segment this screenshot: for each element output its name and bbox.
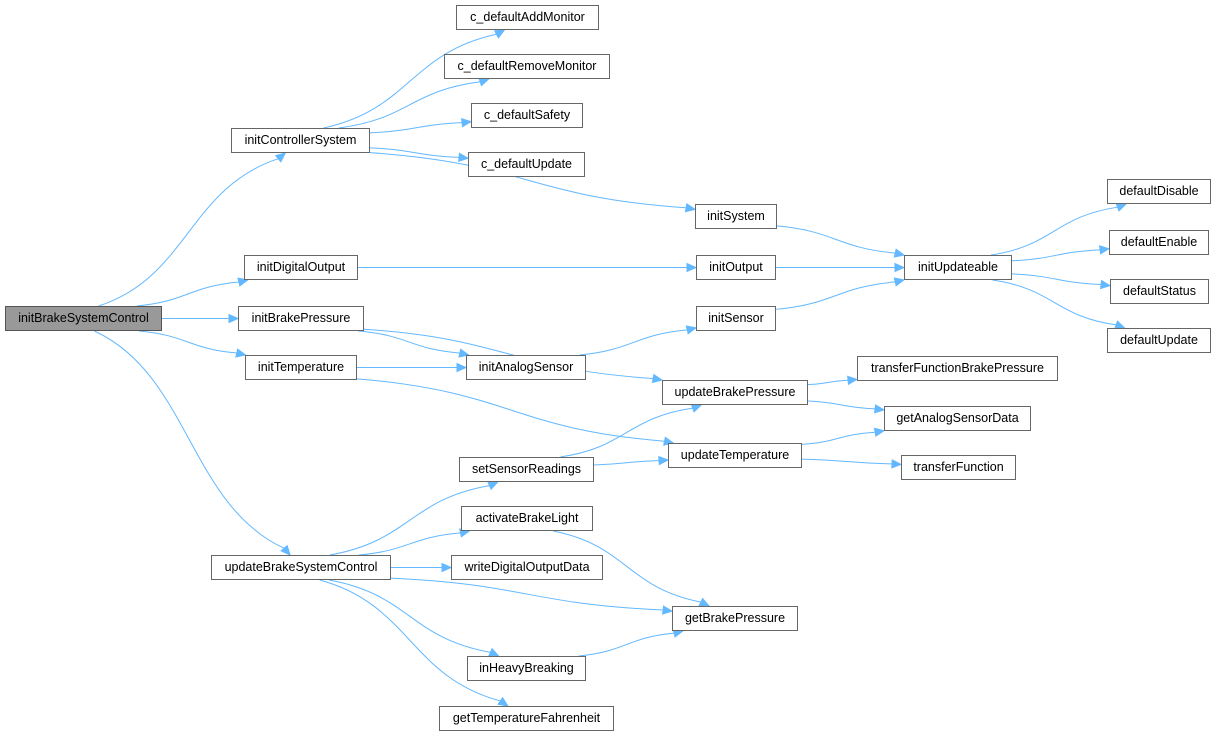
node-initSensor[interactable]: initSensor (696, 306, 776, 331)
node-updateBrakePressure[interactable]: updateBrakePressure (662, 380, 808, 405)
node-initControllerSystem[interactable]: initControllerSystem (231, 128, 370, 153)
edge-updateTemperature-to-getAnalogSensorData (801, 431, 876, 445)
node-updateTemperature[interactable]: updateTemperature (668, 443, 802, 468)
node-transferFunctionBrakePressure[interactable]: transferFunctionBrakePressure (857, 356, 1058, 381)
edge-initTemperature-to-updateTemperature (356, 378, 665, 442)
arrowhead-initControllerSystem-to-c_defaultSafety (461, 117, 473, 128)
edge-initSensor-to-initUpdateable (775, 281, 896, 310)
node-writeDigitalOutputData[interactable]: writeDigitalOutputData (451, 555, 603, 580)
arrowhead-updateBrakeSystemControl-to-getTemperatureFahrenheit (497, 696, 509, 707)
arrowhead-initBrakeSystemControl-to-initDigitalOutput (237, 277, 249, 287)
edge-initControllerSystem-to-initSystem (369, 152, 687, 209)
node-c_defaultUpdate[interactable]: c_defaultUpdate (468, 152, 585, 177)
arrowhead-initControllerSystem-to-initSystem (684, 203, 697, 213)
edge-initBrakePressure-to-initAnalogSensor (358, 330, 460, 354)
edge-initBrakeSystemControl-to-initControllerSystem (98, 158, 279, 307)
edge-activateBrakeLight-to-getBrakePressure (552, 530, 701, 603)
arrowhead-updateTemperature-to-transferFunction (891, 459, 903, 469)
node-initOutput[interactable]: initOutput (696, 255, 776, 280)
edge-initBrakeSystemControl-to-initTemperature (138, 330, 237, 354)
node-getBrakePressure[interactable]: getBrakePressure (672, 606, 798, 631)
node-defaultStatus[interactable]: defaultStatus (1110, 279, 1209, 304)
edge-initUpdateable-to-defaultUpdate (992, 279, 1117, 326)
arrowhead-setSensorReadings-to-updateTemperature (658, 455, 670, 466)
edge-updateBrakeSystemControl-to-setSensorReadings (329, 485, 490, 556)
arrowhead-initBrakeSystemControl-to-initTemperature (235, 348, 247, 358)
arrowhead-initUpdateable-to-defaultEnable (1098, 245, 1111, 255)
node-defaultDisable[interactable]: defaultDisable (1107, 179, 1211, 204)
edge-inHeavyBreaking-to-getBrakePressure (578, 632, 675, 657)
edge-updateTemperature-to-transferFunction (801, 458, 893, 465)
edge-updateBrakeSystemControl-to-getBrakePressure (390, 577, 664, 611)
node-initTemperature[interactable]: initTemperature (245, 355, 357, 380)
edge-updateBrakeSystemControl-to-activateBrakeLight (358, 532, 461, 556)
node-initUpdateable[interactable]: initUpdateable (904, 255, 1012, 280)
node-c_defaultAddMonitor[interactable]: c_defaultAddMonitor (456, 5, 599, 30)
edge-initBrakeSystemControl-to-initDigitalOutput (136, 281, 239, 307)
arrowhead-initBrakePressure-to-updateBrakePressure (651, 373, 664, 384)
node-initDigitalOutput[interactable]: initDigitalOutput (244, 255, 358, 280)
edge-updateBrakePressure-to-getAnalogSensorData (807, 400, 876, 410)
arrowhead-initUpdateable-to-defaultDisable (1115, 202, 1128, 212)
edge-setSensorReadings-to-updateBrakePressure (560, 407, 693, 458)
node-initBrakeSystemControl[interactable]: initBrakeSystemControl (5, 306, 162, 331)
arrowhead-initSensor-to-initUpdateable (893, 277, 906, 287)
arrowhead-activateBrakeLight-to-getBrakePressure (698, 597, 711, 607)
node-defaultEnable[interactable]: defaultEnable (1109, 230, 1209, 255)
node-initSystem[interactable]: initSystem (695, 204, 777, 229)
node-inHeavyBreaking[interactable]: inHeavyBreaking (467, 656, 586, 681)
edge-initAnalogSensor-to-initSensor (579, 329, 688, 356)
edge-initSystem-to-initUpdateable (776, 225, 896, 254)
arrowhead-updateBrakeSystemControl-to-writeDigitalOutputData (441, 562, 453, 573)
node-transferFunction[interactable]: transferFunction (901, 455, 1016, 480)
node-initBrakePressure[interactable]: initBrakePressure (238, 306, 364, 331)
node-activateBrakeLight[interactable]: activateBrakeLight (461, 506, 593, 531)
edge-setSensorReadings-to-updateTemperature (593, 460, 660, 466)
edge-initBrakeSystemControl-to-updateBrakeSystemControl (94, 330, 285, 549)
node-getAnalogSensorData[interactable]: getAnalogSensorData (884, 406, 1031, 431)
arrowhead-updateTemperature-to-getAnalogSensorData (873, 427, 886, 437)
edge-updateBrakePressure-to-transferFunctionBrakePressure (807, 379, 849, 386)
arrowhead-initBrakeSystemControl-to-initControllerSystem (274, 152, 287, 163)
arrowhead-initControllerSystem-to-c_defaultRemoveMonitor (478, 77, 490, 87)
edge-updateBrakeSystemControl-to-getTemperatureFahrenheit (319, 579, 501, 702)
edge-initUpdateable-to-defaultStatus (1011, 273, 1102, 286)
edge-initControllerSystem-to-c_defaultAddMonitor (323, 33, 497, 129)
node-setSensorReadings[interactable]: setSensorReadings (459, 457, 594, 482)
arrowhead-updateBrakeSystemControl-to-getBrakePressure (662, 605, 674, 615)
arrowhead-initBrakeSystemControl-to-initBrakePressure (228, 313, 240, 324)
edge-initBrakePressure-to-updateBrakePressure (363, 328, 654, 380)
arrowhead-updateBrakeSystemControl-to-inHeavyBreaking (487, 647, 500, 657)
arrowhead-initOutput-to-initUpdateable (894, 262, 906, 273)
arrowhead-setSensorReadings-to-updateBrakePressure (690, 403, 703, 413)
edge-updateBrakeSystemControl-to-inHeavyBreaking (328, 579, 491, 653)
node-initAnalogSensor[interactable]: initAnalogSensor (466, 355, 586, 380)
node-c_defaultRemoveMonitor[interactable]: c_defaultRemoveMonitor (444, 54, 610, 79)
arrowhead-initBrakeSystemControl-to-updateBrakeSystemControl (280, 544, 291, 556)
arrowhead-initUpdateable-to-defaultStatus (1100, 279, 1112, 290)
arrowhead-initControllerSystem-to-c_defaultAddMonitor (493, 29, 506, 39)
edge-initControllerSystem-to-c_defaultRemoveMonitor (338, 81, 481, 129)
edge-initUpdateable-to-defaultEnable (1011, 249, 1101, 262)
node-defaultUpdate[interactable]: defaultUpdate (1107, 328, 1211, 353)
node-c_defaultSafety[interactable]: c_defaultSafety (471, 103, 583, 128)
arrowhead-updateBrakePressure-to-transferFunctionBrakePressure (847, 375, 859, 386)
arrowhead-updateBrakePressure-to-getAnalogSensorData (874, 404, 886, 414)
node-updateBrakeSystemControl[interactable]: updateBrakeSystemControl (211, 555, 391, 580)
node-getTemperatureFahrenheit[interactable]: getTemperatureFahrenheit (439, 706, 614, 731)
arrowhead-initAnalogSensor-to-initSensor (685, 325, 698, 335)
arrowhead-updateBrakeSystemControl-to-setSensorReadings (487, 481, 499, 491)
arrowhead-initSystem-to-initUpdateable (893, 248, 906, 258)
edge-initControllerSystem-to-c_defaultSafety (369, 122, 463, 134)
arrowhead-initDigitalOutput-to-initOutput (686, 262, 698, 273)
arrowhead-initTemperature-to-initAnalogSensor (456, 362, 468, 373)
arrowhead-initControllerSystem-to-c_defaultUpdate (458, 152, 470, 163)
edge-initControllerSystem-to-c_defaultUpdate (369, 147, 460, 158)
edge-initUpdateable-to-defaultDisable (990, 206, 1118, 256)
